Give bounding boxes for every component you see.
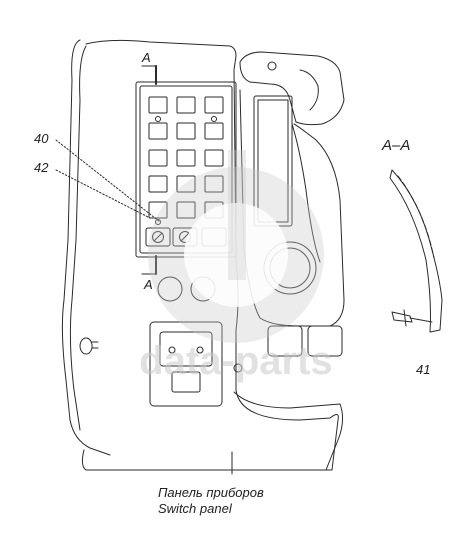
indicator-lamp xyxy=(155,219,161,225)
part-41-clip xyxy=(391,309,413,327)
switch-key xyxy=(176,201,196,219)
switch-key xyxy=(148,122,168,140)
indicator-lamp xyxy=(211,116,217,122)
switch-key xyxy=(148,96,168,114)
round-socket xyxy=(157,276,183,302)
switch-key xyxy=(204,122,224,140)
section-mark-top: A xyxy=(141,50,151,65)
switch-key xyxy=(176,122,196,140)
right-housing xyxy=(239,89,345,327)
connector-block xyxy=(149,321,223,407)
connector-slot xyxy=(171,371,201,393)
section-title: A–A xyxy=(381,137,410,154)
section-mark-bottom: A xyxy=(143,277,153,292)
callout-41: 41 xyxy=(416,362,430,377)
switch-key xyxy=(204,175,224,193)
rotary-knob xyxy=(152,231,164,243)
leader-line-42 xyxy=(55,169,151,219)
switch-key xyxy=(148,201,168,219)
section-a-a-profile xyxy=(389,169,443,333)
mounting-bolt xyxy=(233,363,243,373)
panel-side-wall xyxy=(61,39,111,456)
switch-key xyxy=(176,96,196,114)
switch-key xyxy=(204,149,224,167)
switch-key xyxy=(176,149,196,167)
callout-40: 40 xyxy=(34,131,49,146)
lower-socket xyxy=(267,325,303,357)
watermark-logo xyxy=(148,150,324,343)
callout-42: 42 xyxy=(34,160,49,175)
connector-inner xyxy=(159,331,213,367)
lower-socket xyxy=(307,325,343,357)
connector-pin xyxy=(196,346,204,354)
switch-key xyxy=(176,175,196,193)
panel-side-knob xyxy=(79,337,99,355)
caption-en: Switch panel xyxy=(158,501,233,516)
leader-line-40 xyxy=(55,139,161,223)
connector-pin xyxy=(168,346,176,354)
leader-line-41 xyxy=(409,317,433,323)
switch-key xyxy=(148,149,168,167)
panel-body-outline xyxy=(81,39,339,471)
caption-ru: Панель приборов xyxy=(158,485,264,500)
switch-key xyxy=(204,96,224,114)
panel-side-edge xyxy=(69,45,87,431)
grip-handle xyxy=(239,51,345,126)
grip-screw xyxy=(267,61,277,71)
lower-skirt xyxy=(233,391,344,471)
watermark-text: data-parts xyxy=(139,339,332,383)
indicator-lamp xyxy=(155,116,161,122)
switch-key xyxy=(148,175,168,193)
rotary-switch xyxy=(145,227,171,247)
